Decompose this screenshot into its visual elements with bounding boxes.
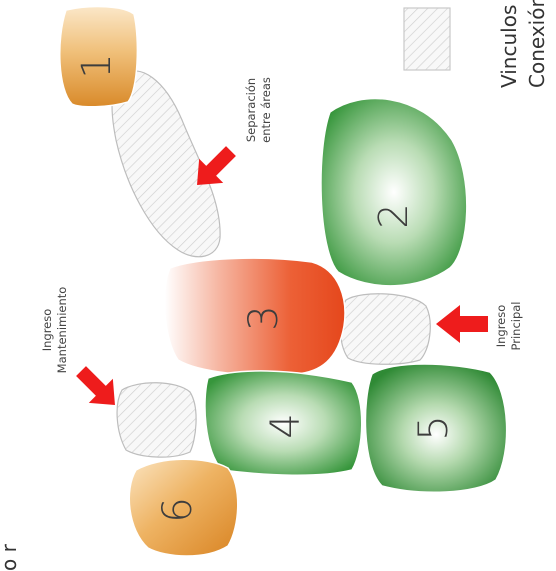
label-mantenimiento: Ingreso Mantenimiento [40,287,69,374]
connector-separacion [111,70,221,258]
edge-text-fragment: o r [0,543,21,571]
area-3-number: 4 [263,413,309,438]
legend-line1: Vinculos d [497,0,521,88]
arrow-mantenimiento-icon [76,366,115,405]
label-principal-line1: Ingreso [494,305,508,348]
area-6-number: 6 [155,497,201,522]
arrow-separacion-icon [197,146,236,185]
label-mantenimiento-line2: Mantenimiento [55,287,69,374]
legend-swatch [403,7,451,71]
arrow-principal-icon [436,305,488,343]
area-2-shape[interactable] [320,97,468,287]
area-6-shape[interactable] [128,458,239,557]
area-4-shape[interactable] [364,363,508,493]
area-1-shape[interactable] [163,257,346,376]
area-4-number: 5 [411,415,457,440]
label-principal: Ingreso Principal [494,301,523,350]
area-3-shape[interactable] [204,370,363,476]
area-5-shape [59,5,139,108]
label-mantenimiento-line1: Ingreso [40,309,54,352]
label-principal-line2: Principal [509,301,523,350]
legend-line2: Conexiór [525,0,549,88]
label-separacion: Separación entre áreas [244,77,273,143]
label-separacion-line2: entre áreas [259,77,273,143]
area-1-number: 3 [241,305,287,330]
area-2-number: 2 [371,203,417,228]
connector-principal [339,293,431,365]
label-separacion-line1: Separación [244,78,258,142]
connector-mantenimiento [116,382,197,458]
area-5-number: 1 [74,53,120,78]
